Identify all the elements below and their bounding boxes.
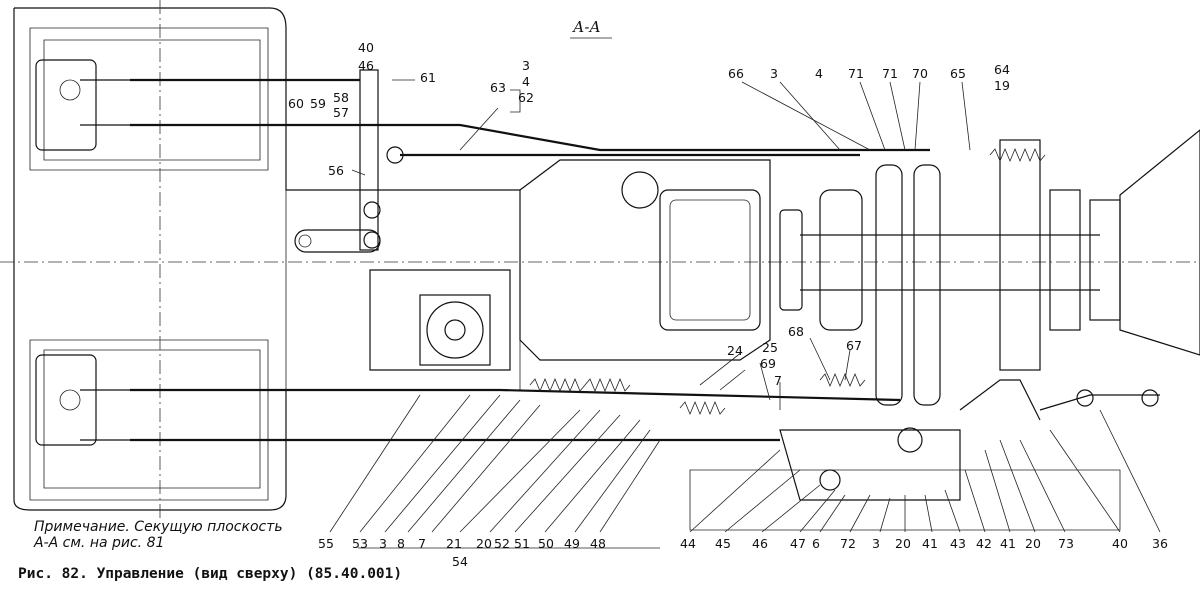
callout-label: 70 bbox=[912, 66, 928, 81]
callout-label: 7 bbox=[418, 536, 426, 551]
gearbox-housing bbox=[369, 159, 771, 371]
callout-label: 7 bbox=[774, 373, 782, 388]
callout-label: 20 bbox=[895, 536, 911, 551]
callouts-top: 40 46 61 60 59 58 57 56 3 4 62 63 66 3 4… bbox=[288, 40, 1010, 178]
callout-label: 40 bbox=[358, 40, 374, 55]
callout-label: 71 bbox=[882, 66, 898, 81]
callout-label: 68 bbox=[788, 324, 804, 339]
callout-label: 3 bbox=[522, 58, 530, 73]
callout-label: 71 bbox=[848, 66, 864, 81]
callout-label: 25 bbox=[762, 340, 778, 355]
springs bbox=[529, 147, 1046, 416]
callout-label: 46 bbox=[752, 536, 768, 551]
note-line-1: Примечание. Секущую плоскость bbox=[34, 519, 283, 535]
frame-outline bbox=[0, 0, 1200, 520]
callouts-middle: 24 25 68 67 69 7 bbox=[727, 324, 862, 388]
callout-label: 20 bbox=[1025, 536, 1041, 551]
callout-label: 64 bbox=[994, 62, 1010, 77]
callout-label: 51 bbox=[514, 536, 530, 551]
callout-label: 65 bbox=[950, 66, 966, 81]
section-title: А-А bbox=[572, 18, 601, 36]
callout-label: 69 bbox=[760, 356, 776, 371]
callout-label: 21 bbox=[446, 536, 462, 551]
callout-label: 48 bbox=[590, 536, 606, 551]
callout-label: 63 bbox=[490, 80, 506, 95]
callout-label: 59 bbox=[310, 96, 326, 111]
callout-label: 36 bbox=[1152, 536, 1168, 551]
callout-label: 58 bbox=[333, 90, 349, 105]
callout-label: 3 bbox=[379, 536, 387, 551]
callout-label: 20 bbox=[476, 536, 492, 551]
callout-label: 52 bbox=[494, 536, 510, 551]
callout-label: 41 bbox=[1000, 536, 1016, 551]
callout-label: 50 bbox=[538, 536, 554, 551]
callout-label: 43 bbox=[950, 536, 966, 551]
callout-label: 41 bbox=[922, 536, 938, 551]
figure-caption: Рис. 82. Управление (вид сверху) (85.40.… bbox=[18, 566, 403, 582]
lower-mechanism bbox=[689, 379, 1160, 531]
callout-label: 6 bbox=[812, 536, 820, 551]
callout-label: 72 bbox=[840, 536, 856, 551]
section-note: Примечание. Секущую плоскость А-А см. на… bbox=[34, 519, 283, 551]
callout-label: 49 bbox=[564, 536, 580, 551]
callout-label: 54 bbox=[452, 554, 468, 569]
callout-label: 53 bbox=[352, 536, 368, 551]
note-line-2: А-А см. на рис. 81 bbox=[34, 535, 165, 551]
callout-label: 55 bbox=[318, 536, 334, 551]
callout-label: 40 bbox=[1112, 536, 1128, 551]
left-levers bbox=[35, 59, 130, 446]
callout-label: 24 bbox=[727, 343, 743, 358]
callout-label: 47 bbox=[790, 536, 806, 551]
callout-label: 57 bbox=[333, 105, 349, 120]
callout-label: 56 bbox=[328, 163, 344, 178]
callout-label: 60 bbox=[288, 96, 304, 111]
vertical-linkage bbox=[294, 69, 404, 253]
callout-label: 62 bbox=[518, 90, 534, 105]
callout-label: 19 bbox=[994, 78, 1010, 93]
callout-label: 46 bbox=[358, 58, 374, 73]
callout-label: 8 bbox=[397, 536, 405, 551]
leader-lines bbox=[329, 79, 1161, 549]
callout-label: 44 bbox=[680, 536, 696, 551]
callout-label: 4 bbox=[522, 74, 530, 89]
callout-label: 73 bbox=[1058, 536, 1074, 551]
callout-label: 3 bbox=[872, 536, 880, 551]
callout-label: 61 bbox=[420, 70, 436, 85]
rods bbox=[130, 78, 930, 442]
callout-label: 42 bbox=[976, 536, 992, 551]
callout-label: 66 bbox=[728, 66, 744, 81]
clutch-assembly bbox=[779, 129, 1200, 406]
callout-label: 67 bbox=[846, 338, 862, 353]
callouts-bottom: 55 53 3 8 7 21 20 52 51 50 49 48 54 44 4… bbox=[318, 536, 1168, 569]
callout-label: 3 bbox=[770, 66, 778, 81]
callout-label: 4 bbox=[815, 66, 823, 81]
callout-label: 45 bbox=[715, 536, 731, 551]
